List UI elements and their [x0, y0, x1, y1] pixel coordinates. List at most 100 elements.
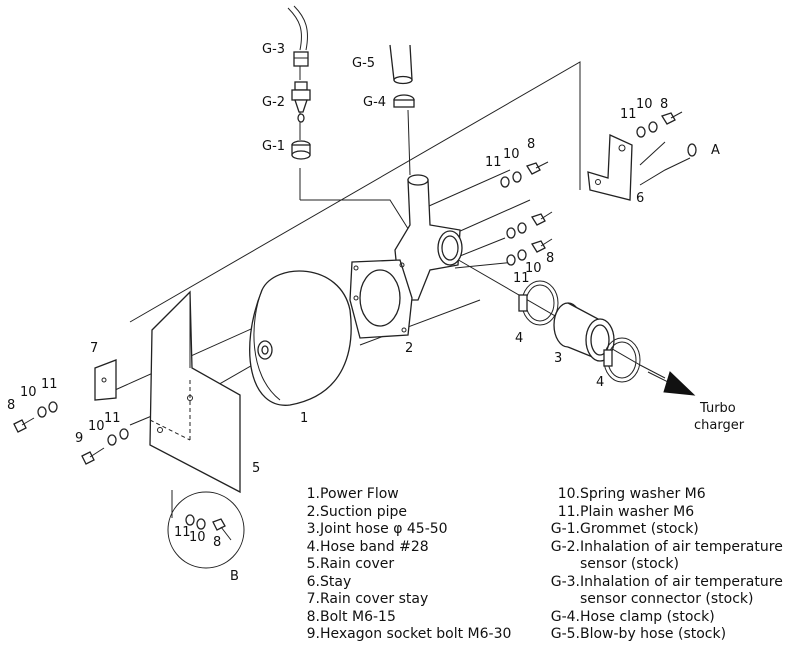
legend-item: 1.Power Flow — [300, 486, 511, 504]
callout-4b: 4 — [596, 375, 604, 390]
suction-pipe-part — [349, 174, 463, 339]
legend-item-number: G-5. — [550, 626, 580, 642]
legend-item-continuation: sensor (stock) — [580, 556, 679, 572]
callout-10a: 10 — [636, 97, 653, 112]
legend-item: G-4.Hose clamp (stock) — [548, 609, 783, 627]
rain-cover-part — [149, 290, 241, 494]
legend-item-number: 5. — [306, 556, 320, 572]
bolt-washer-set-left-lower — [81, 428, 129, 465]
callout-9: 9 — [75, 431, 83, 446]
legend-item-text: Joint hose φ 45-50 — [320, 521, 448, 537]
legend-item: 2.Suction pipe — [300, 504, 511, 522]
air-temperature-sensor-g2-part — [291, 81, 311, 123]
reference-a: A — [711, 143, 720, 158]
callout-5: 5 — [252, 461, 260, 476]
callout-11f: 11 — [174, 525, 191, 540]
callout-3: 3 — [554, 351, 562, 366]
legend-item: 9.Hexagon socket bolt M6-30 — [300, 626, 512, 644]
callout-11e: 11 — [104, 411, 121, 426]
legend-item-number: G-1. — [550, 521, 580, 537]
callout-8a: 8 — [660, 97, 668, 112]
legend-item-text: Bolt M6-15 — [320, 608, 396, 625]
legend-item: G-1.Grommet (stock) — [548, 521, 783, 539]
legend-item-text: Rain cover — [320, 556, 395, 572]
legend-item: G-5.Blow-by hose (stock) — [548, 626, 783, 644]
legend-item-text: Grommet (stock) — [580, 521, 699, 537]
legend-item-text: Stay — [320, 573, 352, 590]
callout-8e: 8 — [213, 535, 221, 550]
blow-by-hose-g5-part — [389, 44, 413, 85]
legend-item: G-2.Inhalation of air temperature — [548, 539, 783, 557]
legend-item-continuation: sensor connector (stock) — [580, 591, 754, 607]
legend-item-text: Plain washer M6 — [580, 503, 695, 520]
callout-g3: G-3 — [262, 42, 285, 57]
legend-item-number: 7. — [306, 591, 320, 607]
legend-item-text: Spring washer M6 — [580, 486, 706, 502]
legend-item-number: 3. — [306, 521, 320, 537]
legend-item-text: Inhalation of air temperature — [580, 573, 783, 590]
callout-6: 6 — [636, 191, 644, 206]
bolt-washer-set-left-upper — [13, 401, 58, 433]
legend-item-number: G-2. — [550, 538, 580, 555]
power-flow-part — [249, 270, 352, 406]
callout-4a: 4 — [515, 331, 523, 346]
callout-8c: 8 — [546, 251, 554, 266]
legend-item-number: 4. — [306, 538, 320, 555]
callout-11d: 11 — [41, 377, 58, 392]
legend-item-text: Hexagon socket bolt M6-30 — [320, 626, 512, 642]
detail-b-circle — [167, 491, 245, 569]
legend-item-number: G-4. — [550, 608, 580, 625]
legend-item: 8.Bolt M6-15 — [300, 609, 511, 627]
callout-10f: 10 — [189, 530, 206, 545]
legend-item-number: 10. — [557, 486, 580, 502]
callout-10c: 10 — [525, 261, 542, 276]
callout-7: 7 — [90, 341, 98, 356]
callout-11a: 11 — [620, 107, 637, 122]
callout-g5: G-5 — [352, 56, 375, 71]
detail-a-marker — [687, 143, 697, 157]
legend-item-text: Hose band #28 — [320, 538, 429, 555]
callout-g2: G-2 — [262, 95, 285, 110]
legend-item-text: Hose clamp (stock) — [580, 608, 715, 625]
legend-item: 11.Plain washer M6 — [548, 504, 783, 522]
callout-g4: G-4 — [363, 95, 386, 110]
turbo-charger-label-line1: Turbo — [699, 401, 736, 416]
hose-clamp-g4-part — [393, 94, 415, 108]
bolt-washer-set-top — [500, 161, 549, 188]
callout-10b: 10 — [503, 147, 520, 162]
sensor-connector-g3-part — [293, 51, 309, 67]
rain-cover-stay-part — [94, 359, 117, 401]
legend-item: 10.Spring washer M6 — [548, 486, 783, 504]
turbo-charger-label-line2: charger — [694, 418, 745, 433]
legend-item-number: 2. — [306, 503, 320, 520]
callout-g1: G-1 — [262, 139, 285, 154]
legend-item: G-3.Inhalation of air temperature — [548, 574, 783, 592]
legend-item-number: 8. — [306, 608, 320, 625]
hose-band-part-2 — [603, 337, 641, 383]
legend-item-text: Power Flow — [320, 486, 399, 502]
callout-11c: 11 — [513, 271, 530, 286]
legend-item-text: Suction pipe — [320, 503, 408, 520]
legend-item-text: Inhalation of air temperature — [580, 538, 783, 555]
callout-8d: 8 — [7, 398, 15, 413]
sensor-cable — [287, 5, 308, 51]
reference-b: B — [230, 569, 239, 584]
legend-item: 5.Rain cover — [300, 556, 511, 574]
legend-item-number: 11. — [557, 503, 580, 520]
legend-item: 7.Rain cover stay — [300, 591, 511, 609]
legend-item: 4.Hose band #28 — [300, 539, 511, 557]
callout-11b: 11 — [485, 155, 502, 170]
legend-item-number: G-3. — [550, 573, 580, 590]
callout-2: 2 — [405, 341, 413, 356]
bolt-washer-set-stay — [636, 111, 683, 138]
turbo-direction-arrow — [647, 371, 696, 396]
legend-item-number: 9. — [306, 626, 320, 642]
bolt-washer-set-low — [506, 238, 553, 266]
legend-item-text: Blow-by hose (stock) — [580, 626, 727, 642]
legend-item: 3.Joint hose φ 45-50 — [300, 521, 511, 539]
callout-1: 1 — [300, 411, 308, 426]
callout-10d: 10 — [20, 385, 37, 400]
